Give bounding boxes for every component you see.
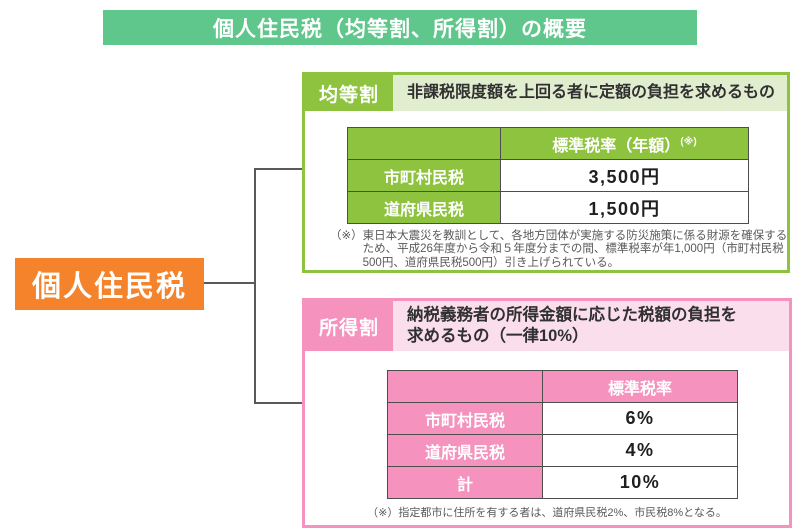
income-based-footnote: （※）指定都市に住所を有する者は、道府県民税2%、市民税8%となる。 <box>305 507 789 520</box>
row-value: 10% <box>542 466 738 499</box>
connector-to-income-based <box>256 402 303 404</box>
individual-resident-tax-node: 個人住民税 <box>15 258 204 310</box>
rate-header-empty-cell <box>387 370 543 403</box>
income-based-header: 所得割 納税義務者の所得金額に応じた税額の負担を 求めるもの（一律10%） <box>305 301 789 351</box>
table-row: 市町村民税 6% <box>387 402 738 435</box>
row-value: 6% <box>542 402 738 435</box>
rate-header-empty-cell <box>347 127 501 160</box>
footnote-text: 東日本大震災を教訓として、各地方団体が実施する防災施策に係る財源を確保するため、… <box>362 230 788 269</box>
per-capita-panel: 均等割 非課税限度額を上回る者に定額の負担を求めるもの 標準税率（年額）(※) … <box>302 72 790 273</box>
connector-vertical-trunk <box>254 168 256 404</box>
table-row: 道府県民税 1,500円 <box>347 191 749 224</box>
income-based-rate-table: 標準税率 市町村民税 6% 道府県民税 4% 計 10% <box>387 370 738 499</box>
page-title: 個人住民税（均等割、所得割）の概要 <box>103 10 697 45</box>
footnote-marker: （※） <box>367 507 399 519</box>
rate-header-note: (※) <box>680 136 697 148</box>
table-header-row: 標準税率（年額）(※) <box>347 127 749 160</box>
footnote-text: 指定都市に住所を有する者は、道府県民税2%、市民税8%となる。 <box>398 507 727 519</box>
rate-header-label: 標準税率（年額） <box>552 137 681 155</box>
row-value: 1,500円 <box>500 191 749 224</box>
income-based-tag: 所得割 <box>305 301 393 351</box>
per-capita-footnote: （※） 東日本大震災を教訓として、各地方団体が実施する防災施策に係る財源を確保す… <box>330 230 793 270</box>
per-capita-rate-table: 標準税率（年額）(※) 市町村民税 3,500円 道府県民税 1,500円 <box>347 127 749 224</box>
income-based-description: 納税義務者の所得金額に応じた税額の負担を 求めるもの（一律10%） <box>393 301 789 351</box>
rate-header-cell: 標準税率 <box>542 370 738 403</box>
per-capita-header: 均等割 非課税限度額を上回る者に定額の負担を求めるもの <box>305 75 787 111</box>
row-label: 道府県民税 <box>347 191 501 224</box>
row-value: 4% <box>542 434 738 467</box>
connector-root-horizontal <box>204 282 255 284</box>
footnote-marker: （※） <box>330 230 363 242</box>
income-based-panel: 所得割 納税義務者の所得金額に応じた税額の負担を 求めるもの（一律10%） 標準… <box>302 298 792 528</box>
root-node-label: 個人住民税 <box>31 271 187 303</box>
income-based-description-line2: 求めるもの（一律10%） <box>407 327 589 345</box>
table-header-row: 標準税率 <box>387 370 738 403</box>
row-label: 市町村民税 <box>347 159 501 192</box>
row-label: 道府県民税 <box>387 434 543 467</box>
table-row: 道府県民税 4% <box>387 434 738 467</box>
row-label: 市町村民税 <box>387 402 543 435</box>
per-capita-tag: 均等割 <box>305 75 393 111</box>
row-label: 計 <box>387 466 543 499</box>
table-row: 計 10% <box>387 466 738 499</box>
table-row: 市町村民税 3,500円 <box>347 159 749 192</box>
rate-header-cell: 標準税率（年額）(※) <box>500 127 749 160</box>
per-capita-description-text: 非課税限度額を上回る者に定額の負担を求めるもの <box>407 83 776 101</box>
income-based-description-line1: 納税義務者の所得金額に応じた税額の負担を <box>407 305 737 324</box>
page-title-text: 個人住民税（均等割、所得割）の概要 <box>213 17 587 41</box>
row-value: 3,500円 <box>500 159 749 192</box>
connector-to-per-capita <box>256 168 303 170</box>
per-capita-description: 非課税限度額を上回る者に定額の負担を求めるもの <box>393 75 787 111</box>
